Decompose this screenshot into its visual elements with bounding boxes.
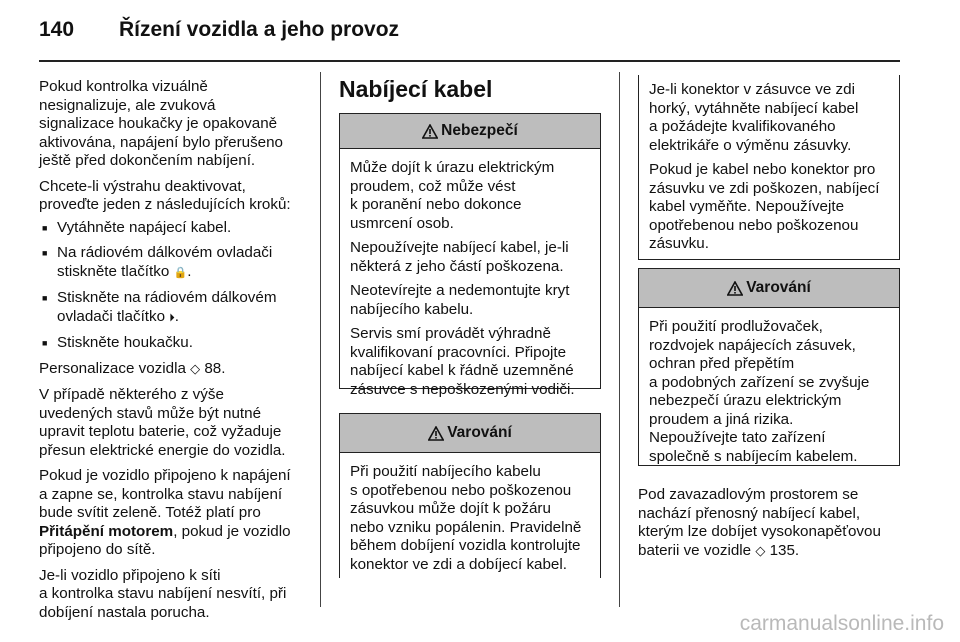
page-number: 140 xyxy=(39,18,75,41)
paragraph: Je-li konektor v zásuvce ve zdi horký, v… xyxy=(649,81,859,154)
column-divider-right xyxy=(619,72,620,607)
watermark: carmanualsonline.info xyxy=(739,612,944,635)
section-heading: Nabíjecí kabel xyxy=(339,76,493,102)
bullet-item: Na rádiovém dálkovém ovladači stiskněte … xyxy=(39,244,311,282)
warning-box-body: Při použití nabíjecího kabelu s opotřebe… xyxy=(340,453,600,584)
bullet-text: Stiskněte houkačku. xyxy=(57,334,193,351)
paragraph: Může dojít k úrazu elektrickým proudem, … xyxy=(350,159,555,232)
paragraph: Při použití prodlužovaček, rozdvojek nap… xyxy=(649,318,870,465)
bold-term: Přitápění motorem xyxy=(39,522,174,540)
page-header: 140 Řízení vozidla a jeho provoz xyxy=(39,18,899,48)
paragraph-text: Pokud je vozidlo připojeno k napájení a … xyxy=(39,467,291,521)
paragraph: Neotevírejte a nedemontujte kryt nabíjec… xyxy=(350,282,570,318)
column-left: Pokud kontrolka vizuálně nesignalizuje, … xyxy=(39,78,311,629)
paragraph: Pokud kontrolka vizuálně nesignalizuje, … xyxy=(39,78,284,169)
paragraph: Servis smí provádět výhradně kvalifikova… xyxy=(350,325,575,398)
paragraph: Chcete-li výstrahu deaktivovat, proveďte… xyxy=(39,177,291,214)
danger-box-header: Nebezpečí xyxy=(340,114,600,149)
paragraph: Pod zavazadlovým prostorem se nachází př… xyxy=(638,486,900,561)
column-right: Je-li konektor v zásuvce ve zdi horký, v… xyxy=(638,75,900,568)
warning-box-title: Varování xyxy=(447,423,512,441)
paragraph: Při použití nabíjecího kabelu s opotřebe… xyxy=(350,463,582,573)
paragraph: Pokud je kabel nebo konektor pro zásuvku… xyxy=(649,161,880,252)
warning-triangle-icon xyxy=(428,425,445,441)
chapter-title: Řízení vozidla a jeho provoz xyxy=(119,18,400,41)
warning-box-header: Varování xyxy=(639,269,899,308)
paragraph-text: Pod zavazadlovým prostorem se nachází př… xyxy=(638,486,881,559)
bullet-item: Vytáhněte napájecí kabel. xyxy=(39,219,311,238)
danger-box-body: Může dojít k úrazu elektrickým proudem, … xyxy=(340,149,600,409)
paragraph: V případě některého z výše uvedených sta… xyxy=(39,386,286,459)
danger-box-continued: Je-li konektor v zásuvce ve zdi horký, v… xyxy=(638,75,900,260)
warning-box: Varování Při použití prodlužovaček, rozd… xyxy=(638,268,900,466)
warning-box-header: Varování xyxy=(340,414,600,453)
column-middle: Nabíjecí kabel Nebezpečí Může dojít k úr… xyxy=(339,75,601,578)
column-divider-left xyxy=(320,72,321,607)
bullet-text: Vytáhněte napájecí kabel. xyxy=(57,218,232,236)
warning-box: Varování Při použití nabíjecího kabelu s… xyxy=(339,413,601,578)
bullet-text: Na rádiovém dálkovém ovladači stiskněte … xyxy=(57,244,273,280)
paragraph-text: Personalizace vozidla xyxy=(39,359,191,377)
bullet-text: Stiskněte na rádiovém dálkovém ovladači … xyxy=(57,289,277,325)
bullet-item: Stiskněte na rádiovém dálkovém ovladači … xyxy=(39,289,311,327)
danger-box-continued-body: Je-li konektor v zásuvce ve zdi horký, v… xyxy=(639,75,899,264)
warning-box-title: Varování xyxy=(746,278,811,296)
lock-icon: 🔒 xyxy=(173,265,188,279)
page-ref: 135. xyxy=(765,541,800,559)
paragraph: Je-li vozidlo připojeno k síti a kontrol… xyxy=(39,566,287,621)
header-rule xyxy=(39,60,900,62)
warning-triangle-icon xyxy=(727,280,744,296)
warning-triangle-icon xyxy=(422,123,439,139)
bullet-item: Stiskněte houkačku. xyxy=(39,334,311,353)
paragraph-text: , pokud je vozidlo připojeno do sítě. xyxy=(39,522,291,559)
danger-box-title: Nebezpečí xyxy=(441,121,518,139)
page-ref-icon: ◇ xyxy=(190,361,201,377)
paragraph: Pokud je vozidlo připojeno k napájení a … xyxy=(39,467,311,560)
page-ref: 88. xyxy=(200,359,226,377)
page-ref-icon: ◇ xyxy=(755,543,766,559)
paragraph: Personalizace vozidla ◇ 88. xyxy=(39,360,311,380)
warning-box-body: Při použití prodlužovaček, rozdvojek nap… xyxy=(639,308,899,476)
tailgate-icon: ⏵ xyxy=(169,310,175,324)
paragraph: Nepoužívejte nabíjecí kabel, je-li někte… xyxy=(350,239,569,275)
danger-box: Nebezpečí Může dojít k úrazu elektrickým… xyxy=(339,113,601,398)
